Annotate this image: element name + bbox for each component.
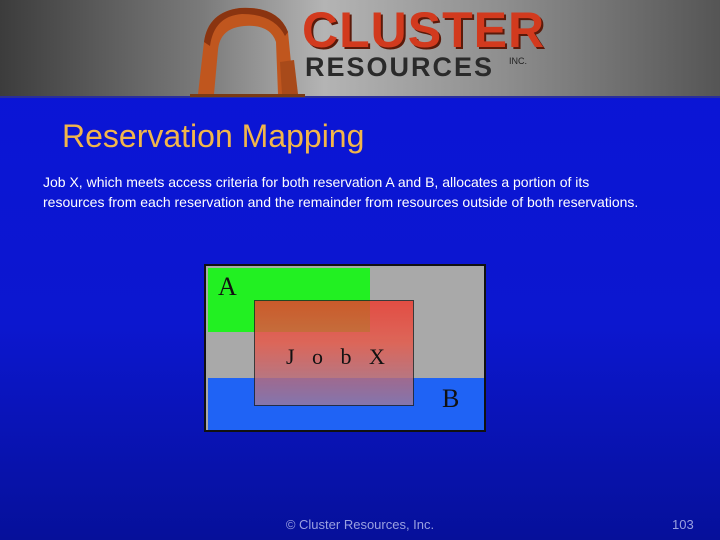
arch-icon (190, 7, 305, 97)
footer-copyright: © Cluster Resources, Inc. (285, 517, 435, 532)
logo-name-bottom: RESOURCES (305, 52, 495, 82)
reservation-a-label: A (218, 272, 237, 301)
job-x-label: J o b X (286, 344, 391, 369)
reservation-diagram: A J o b X B (204, 264, 486, 432)
slide-body: Job X, which meets access criteria for b… (43, 174, 639, 210)
reservation-b-label: B (442, 384, 460, 413)
page-number: 103 (672, 517, 694, 532)
header-banner (0, 0, 720, 96)
logo-name-top: CLUSTER (302, 2, 546, 58)
slide-title: Reservation Mapping (62, 118, 365, 154)
job-x-region (254, 300, 414, 406)
header-divider (0, 96, 720, 98)
logo-suffix: INC. (509, 56, 527, 66)
